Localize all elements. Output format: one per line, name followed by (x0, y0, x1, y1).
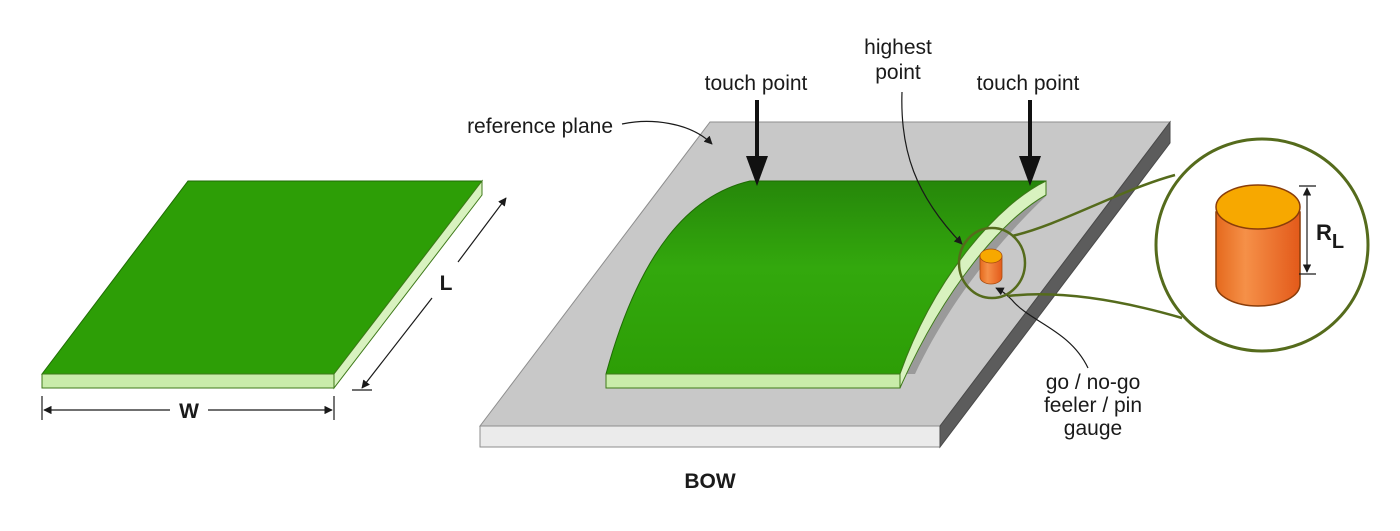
reference-plane-side (939, 120, 1171, 449)
callout-connector-top (1011, 173, 1176, 238)
magnifier-callout: RL (957, 137, 1370, 353)
rl-dimension: RL (1299, 185, 1344, 275)
bowed-board-front-edge (605, 373, 901, 389)
highest-point-label-line1: highest (864, 36, 932, 59)
bow-shadow (900, 182, 1046, 374)
bowed-board-side-edge (899, 180, 1047, 389)
down-arrow-icon (746, 156, 768, 186)
gauge-label-line3: gauge (1064, 417, 1122, 440)
down-arrow-icon (1019, 156, 1041, 186)
callout-small-ring (957, 226, 1027, 300)
touch-point-arrow-right (1019, 100, 1041, 186)
rl-label: RL (1316, 220, 1344, 253)
caption-bow: BOW (684, 470, 736, 493)
gauge-pin-large (1215, 184, 1301, 307)
gauge-label-line2: feeler / pin (1044, 394, 1142, 417)
gauge-leader (995, 287, 1089, 369)
length-dim-line-lower (361, 297, 433, 389)
highest-point-label-line2: point (875, 61, 921, 84)
flat-board-front-edge (41, 373, 335, 389)
length-dimension: L (352, 197, 507, 391)
length-dim-line-upper (457, 197, 507, 263)
touch-point-left-label: touch point (705, 72, 808, 95)
touch-point-right-label: touch point (977, 72, 1080, 95)
rl-label-main: R (1316, 220, 1332, 245)
bowed-board (605, 180, 1047, 389)
gauge-pin-small (979, 248, 1003, 285)
rl-label-sub: L (1332, 231, 1344, 253)
highest-point-leader (901, 91, 963, 245)
flat-board (40, 179, 484, 390)
reference-plane-label: reference plane (467, 115, 613, 138)
flat-board-side-edge (333, 179, 483, 390)
callout-connector-bottom (1007, 293, 1183, 320)
length-label: L (440, 272, 453, 295)
width-dimension: W (41, 396, 335, 423)
gauge-label-line1: go / no-go (1046, 371, 1141, 394)
reference-plane-front (479, 425, 941, 448)
reference-plane-leader (621, 120, 713, 145)
width-label: W (179, 400, 199, 423)
touch-point-arrow-left (746, 100, 768, 186)
